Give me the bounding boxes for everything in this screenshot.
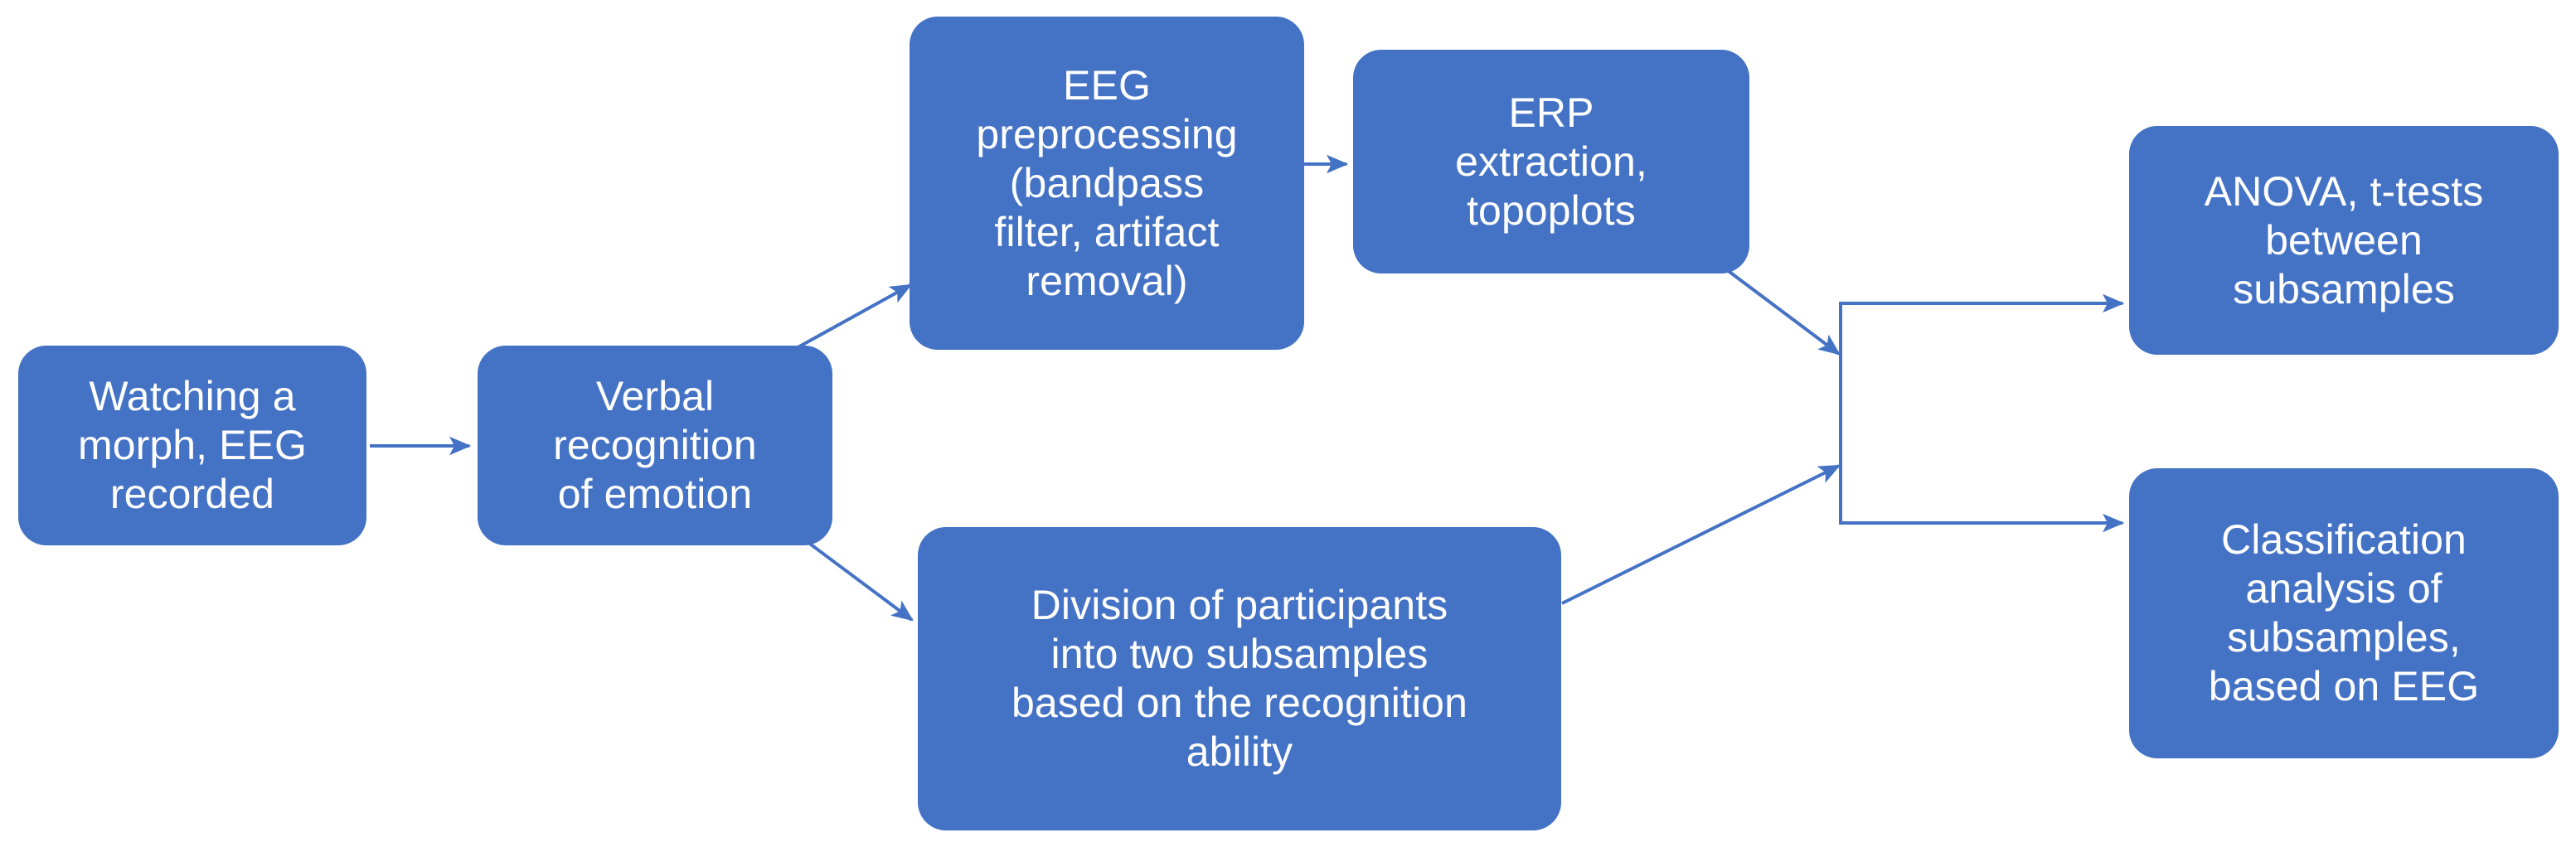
node-eeg-preprocessing[interactable]: EEG preprocessing (bandpass filter, arti… <box>910 17 1304 350</box>
node-division-of-participants[interactable]: Division of participants into two subsam… <box>918 527 1561 830</box>
node-classification-analysis-of-subsamples[interactable]: Classification analysis of subsamples, b… <box>2129 468 2559 758</box>
node-anova-t-tests-between-subsamples[interactable]: ANOVA, t-tests between subsamples <box>2129 126 2559 355</box>
edge-erp-to-junction <box>1725 268 1841 356</box>
node-verbal-recognition-of-emotion[interactable]: Verbal recognition of emotion <box>478 346 832 545</box>
node-erp-extraction-topoplots[interactable]: ERP extraction, topoplots <box>1353 50 1749 274</box>
edge-verbal-to-division <box>799 535 914 622</box>
edge-division-to-junction <box>1561 464 1841 605</box>
node-watching-morph-eeg-recorded[interactable]: Watching a morph, EEG recorded <box>18 346 366 545</box>
